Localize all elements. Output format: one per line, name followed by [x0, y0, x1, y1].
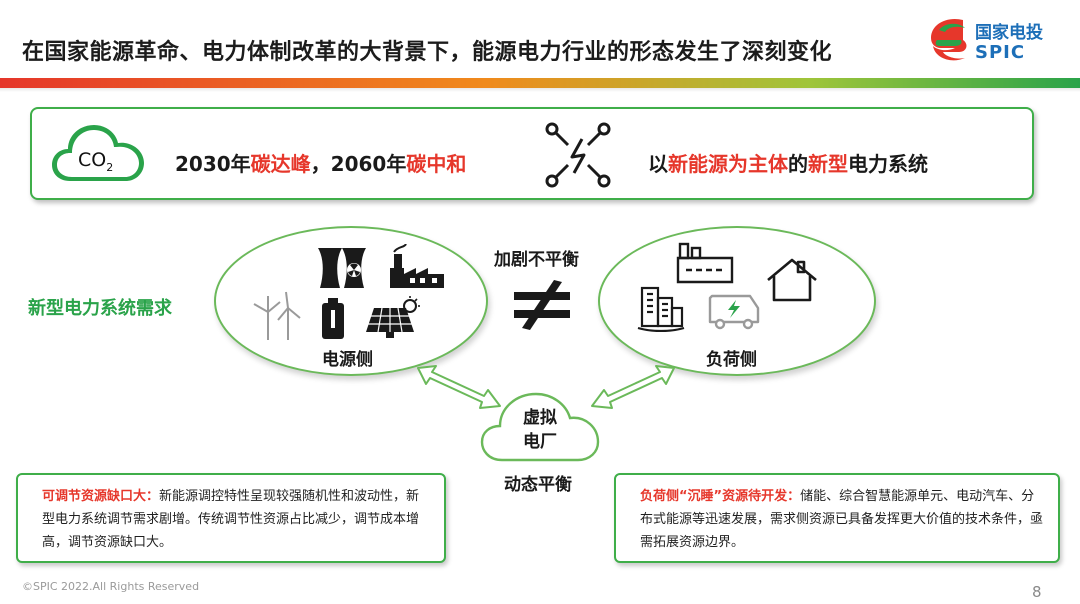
supply-vpp-double-arrow [417, 365, 501, 409]
supply-side-label: 电源侧 [322, 350, 373, 370]
logo-english-text: SPIC [975, 42, 1026, 63]
solar-panel-icon [366, 296, 420, 338]
dynamic-balance-label: 动态平衡 [504, 475, 572, 495]
imbalance-label: 加剧不平衡 [494, 250, 579, 270]
co2-text: CO [78, 149, 107, 171]
logo-chinese-text: 国家电投 [975, 23, 1043, 43]
virtual-power-plant-cloud-icon [480, 392, 600, 462]
demand-label: 新型电力系统需求 [28, 298, 172, 319]
co2-subscript: 2 [106, 160, 114, 174]
carbon-year-2: ，2060年 [310, 152, 407, 176]
system-highlight-1: 新能源为主体 [668, 152, 788, 176]
policy-summary-box: CO2 2030年碳达峰，2060年碳中和 以新能源为主体的新型电力系统 [30, 107, 1034, 200]
new-power-system-text: 以新能源为主体的新型电力系统 [648, 148, 928, 177]
system-text-2: 的 [788, 152, 808, 176]
header-stripe-shadow [0, 88, 1080, 92]
power-network-icon [545, 122, 611, 188]
slide-header: 在国家能源革命、电力体制改革的大背景下，能源电力行业的形态发生了深刻变化 国家电… [0, 0, 1080, 78]
co2-cloud-icon [52, 125, 144, 181]
house-icon [767, 258, 817, 302]
page-number: 8 [1032, 583, 1042, 601]
virtual-power-plant-label: 虚拟 电厂 [520, 406, 560, 454]
spic-logo: 国家电投 SPIC [925, 14, 1065, 70]
slide-title: 在国家能源革命、电力体制改革的大背景下，能源电力行业的形态发生了深刻变化 [22, 40, 833, 65]
system-highlight-2: 新型 [808, 152, 848, 176]
vpp-label-line-2: 电厂 [523, 432, 557, 452]
battery-icon [322, 298, 344, 339]
resource-gap-note-body: 新能源调控特性呈现较强随机性和波动性，新型电力系统调节需求剧增。传统调节性资源占… [42, 489, 420, 550]
header-color-stripe [0, 78, 1080, 88]
electric-vehicle-icon [708, 294, 760, 330]
not-equal-icon [514, 280, 570, 330]
load-side-label: 负荷侧 [706, 350, 757, 370]
resource-gap-note: 可调节资源缺口大：新能源调控特性呈现较强随机性和波动性，新型电力系统调节需求剧增… [16, 473, 446, 563]
system-text-1: 以 [648, 152, 668, 176]
wind-turbine-icon [253, 291, 301, 340]
resource-gap-note-title: 可调节资源缺口大： [42, 489, 160, 504]
copyright-footer: ©SPIC 2022.All Rights Reserved [22, 580, 200, 593]
vpp-label-line-1: 虚拟 [523, 408, 557, 428]
buildings-icon [637, 286, 685, 332]
carbon-neutral-highlight: 碳中和 [406, 152, 467, 176]
co2-label: CO2 [78, 149, 113, 174]
nuclear-plant-icon [318, 248, 366, 288]
carbon-peak-highlight: 碳达峰 [250, 152, 311, 176]
load-side-resource-note: 负荷侧“沉睡”资源待开发：储能、综合智慧能源单元、电动汽车、分布式能源等迅速发展… [614, 473, 1060, 563]
spic-logo-mark-icon [931, 18, 967, 61]
load-side-resource-note-title: 负荷侧“沉睡”资源待开发： [640, 489, 801, 504]
factory-icon [676, 242, 734, 284]
carbon-year-1: 2030年 [175, 152, 251, 176]
system-text-3: 电力系统 [848, 152, 928, 176]
load-side-resource-note-body: 储能、综合智慧能源单元、电动汽车、分布式能源等迅速发展，需求侧资源已具备发挥更大… [640, 489, 1044, 550]
load-vpp-double-arrow [591, 365, 675, 409]
thermal-plant-icon [390, 244, 444, 288]
load-side-ellipse [598, 226, 876, 376]
carbon-goal-text: 2030年碳达峰，2060年碳中和 [175, 148, 466, 177]
